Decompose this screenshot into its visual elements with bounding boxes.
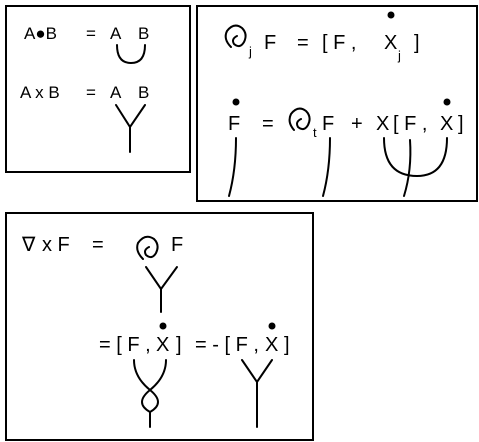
plus-sign: + xyxy=(351,113,363,135)
x-label: X xyxy=(376,113,389,135)
contraction-arc xyxy=(383,137,448,178)
cross-product-equals: = xyxy=(86,83,96,102)
partial-t-subscript: t xyxy=(313,125,317,140)
curl-f: F xyxy=(171,234,183,256)
commutator-close-bracket: ] xyxy=(458,113,464,135)
dot-product-b: B xyxy=(138,24,149,43)
dot-product-a: A xyxy=(110,24,122,43)
partial-j-bracket: [ F , xyxy=(322,32,356,54)
f-dot-icon xyxy=(232,98,240,106)
partial-symbol-icon xyxy=(224,24,247,48)
partial-t-symbol-icon xyxy=(288,107,311,131)
panel-curl xyxy=(5,212,314,441)
x-dot-icon xyxy=(443,98,451,106)
partial-j-close-bracket: ] xyxy=(414,32,420,54)
curl-rhs: = [ F , X ] = - [ F , X ] xyxy=(99,322,290,428)
commutator-strand xyxy=(403,139,412,197)
commutator-x: X xyxy=(156,334,169,356)
negative-commutator-fx: = - [ F , xyxy=(195,334,259,356)
cup-line xyxy=(116,44,146,65)
time-derivative-dot-icon xyxy=(387,11,395,19)
negative-y-junction xyxy=(241,359,273,428)
curl-partial-symbol-icon xyxy=(136,235,159,260)
commutator-close: ] xyxy=(176,334,182,356)
curl-x-dot-icon xyxy=(159,322,167,330)
partial-t-strand xyxy=(322,137,331,197)
partial-t-f: F xyxy=(322,113,334,135)
curl-equals: = xyxy=(92,234,104,256)
cross-product-b: B xyxy=(138,83,149,102)
dot-product-lhs: A●B xyxy=(24,24,57,43)
twisted-junction xyxy=(133,359,167,428)
time-derivative-equation: F = t F + X [ F , X ] xyxy=(228,98,464,197)
curl-lhs: ∇ x F = F xyxy=(21,234,183,313)
y-junction-line xyxy=(115,104,146,153)
negative-x-dot-icon xyxy=(268,322,276,330)
curl-x-f: x F xyxy=(42,234,70,256)
f-dot-label: F xyxy=(228,113,240,135)
partial-j-x: X xyxy=(384,32,397,54)
f-dot-strand xyxy=(228,137,237,197)
panel-derivative-identities xyxy=(196,5,478,202)
partial-j-x-subscript: j xyxy=(397,48,401,63)
partial-j-subscript: j xyxy=(248,44,252,59)
cross-product-lhs: A x B xyxy=(20,83,60,102)
time-derivative-equals: = xyxy=(262,113,274,135)
negative-commutator-close: ] xyxy=(284,334,290,356)
cross-product-row: A x B = A B xyxy=(20,83,149,153)
curl-y-junction xyxy=(145,266,178,313)
cross-product-a: A xyxy=(110,83,122,102)
dot-product-row: A●B = A B xyxy=(24,24,149,65)
panel-vector-products xyxy=(5,5,191,173)
partial-j-equals: = xyxy=(297,32,309,54)
partial-j-f: F xyxy=(264,32,276,54)
partial-j-equation: j F = [ F , X j ] xyxy=(224,11,420,63)
nabla-symbol: ∇ xyxy=(21,234,36,256)
commutator-fx: = [ F , xyxy=(99,334,151,356)
commutator-bracket: [ F , xyxy=(393,113,427,135)
x-dot-label: X xyxy=(440,113,453,135)
dot-product-equals: = xyxy=(86,24,96,43)
negative-commutator-x: X xyxy=(265,334,278,356)
